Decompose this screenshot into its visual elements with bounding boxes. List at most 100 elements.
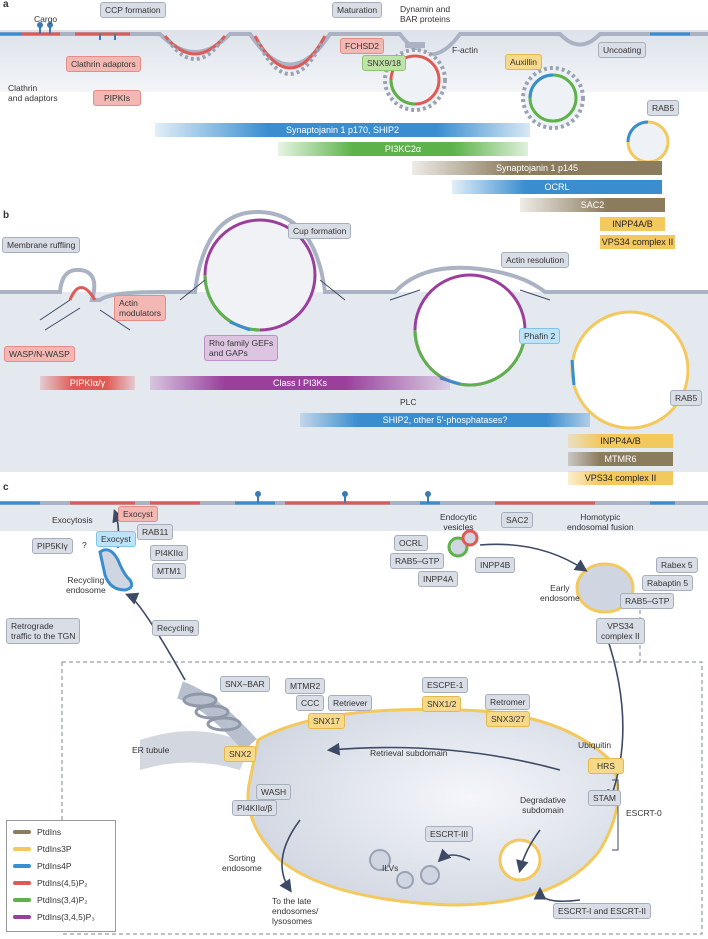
- ptdins-swatch: [13, 830, 31, 834]
- inpp4a-box: INPP4A: [418, 571, 459, 587]
- actin-modulators-box: Actin modulators: [114, 295, 167, 321]
- cup-formation-callout: Cup formation: [288, 223, 352, 239]
- maturation-callout: Maturation: [332, 2, 383, 18]
- rho-gefs-box: Rho family GEFs and GAPs: [204, 335, 279, 361]
- sorting-endosome-frame: [61, 661, 703, 935]
- sac2-bar: SAC2: [520, 198, 665, 212]
- legend-label: PtdIns4P: [37, 861, 72, 871]
- inpp4ab-bar-b: INPP4A/B: [568, 434, 673, 448]
- pipki-bar: PIPKIα/γ: [40, 376, 135, 390]
- vps34-bar-a: VPS34 complex II: [600, 235, 675, 249]
- phafin2-box: Phafin 2: [519, 328, 561, 344]
- early-endosome-label: Early endosome: [540, 583, 580, 603]
- mtmr2-box: MTMR2: [285, 678, 326, 694]
- rabex5-box: Rabex 5: [656, 557, 698, 573]
- escrt12-box: ESCRT-I and ESCRT-II: [553, 903, 652, 919]
- homotypic-fusion-label: Homotypic endosomal fusion: [567, 512, 634, 532]
- ilvs-label: ILVs: [382, 863, 399, 873]
- snx17-box: SNX17: [308, 713, 345, 729]
- fchsd2-box: FCHSD2: [340, 38, 385, 54]
- snx12-box: SNX1/2: [422, 696, 462, 712]
- cargo-label: Cargo: [34, 14, 58, 24]
- legend-label: PtdIns(4,5)P₂: [37, 878, 88, 888]
- dynamin-bar-label: Dynamin and BAR proteins: [400, 4, 451, 24]
- sac2-box: SAC2: [501, 512, 534, 528]
- pi4kiia-box: PI4KIIα: [150, 545, 189, 561]
- synaptojanin-p170-bar: Synaptojanin 1 p170, SHIP2: [155, 123, 530, 137]
- clathrin-adaptors-label: Clathrin and adaptors: [8, 83, 58, 103]
- ptdins34p2-swatch: [13, 898, 31, 902]
- rab5gtp-left-box: RAB5–GTP: [390, 553, 445, 569]
- early-endosome: [575, 562, 635, 614]
- f-actin-label: F-actin: [452, 45, 478, 55]
- exocytosis-label: Exocytosis: [52, 515, 93, 525]
- clathrin-coated-pit: [163, 35, 227, 61]
- cargo-receptors-pm: [255, 491, 431, 503]
- inpp4b-box: INPP4B: [475, 557, 516, 573]
- membrane-ruffling-callout: Membrane ruffling: [2, 237, 81, 253]
- ocrl-bar: OCRL: [452, 180, 662, 194]
- escpe1-box: ESCPE-1: [422, 677, 469, 693]
- panel-b-letter: b: [3, 210, 10, 221]
- degradative-subdomain-label: Degradative subdomain: [520, 795, 566, 815]
- ccc-box: CCC: [296, 695, 325, 711]
- actin-resolution-callout: Actin resolution: [501, 252, 570, 268]
- rabaptin5-box: Rabaptin 5: [642, 575, 694, 591]
- mtm1-box: MTM1: [152, 563, 187, 579]
- ptdins345p3-swatch: [13, 915, 31, 919]
- late-endosomes-label: To the late endosomes/ lysosomes: [272, 896, 319, 926]
- pipkis-box: PIPKIs: [93, 90, 141, 106]
- retromer-box: Retromer: [485, 694, 531, 710]
- legend-label: PtdIns(3,4)P₂: [37, 895, 88, 905]
- rab5-box-a: RAB5: [647, 100, 680, 116]
- retriever-box: Retriever: [328, 695, 373, 711]
- rab5gtp-right-box: RAB5–GTP: [620, 593, 675, 609]
- escrt3-box: ESCRT-III: [425, 826, 474, 842]
- snx2-box: SNX2: [224, 746, 257, 762]
- uncoating-vesicle: [521, 66, 585, 130]
- snx327-box: SNX3/27: [486, 711, 531, 727]
- panel-c-letter: c: [3, 482, 9, 493]
- ptdins3p-swatch: [13, 847, 31, 851]
- ocrl-box: OCRL: [394, 535, 428, 551]
- lipid-legend: PtdIns PtdIns3P PtdIns4P PtdIns(4,5)P₂ P…: [6, 820, 116, 932]
- retrograde-callout: Retrograde traffic to the TGN: [6, 618, 81, 644]
- ship2-bar: SHIP2, other 5′-phosphatases?: [300, 413, 590, 427]
- exocyst-pink-box: Exocyst: [118, 506, 158, 522]
- rab5-phagosome: [570, 310, 690, 430]
- legend-label: PtdIns3P: [37, 844, 72, 854]
- ptdins4p-swatch: [13, 864, 31, 868]
- exocyst-blue-box: Exocyst: [96, 531, 136, 547]
- er-tubule-label: ER tubule: [132, 745, 170, 755]
- recycling-endosome: [98, 548, 134, 592]
- wash-box: WASH: [256, 784, 292, 800]
- escrt0-label: ESCRT-0: [626, 808, 662, 818]
- endocytic-vesicles: [447, 529, 479, 558]
- rab11-box: RAB11: [137, 524, 174, 540]
- legend-label: PtdIns: [37, 827, 62, 837]
- ubiquitin-label: Ubiquitin: [578, 740, 612, 750]
- hrs-box: HRS: [588, 758, 624, 774]
- clathrin-adaptors-box: Clathrin adaptors: [66, 56, 141, 72]
- vps34-box-c: VPS34 complex II: [596, 618, 645, 644]
- uncoating-callout: Uncoating: [598, 42, 647, 58]
- recycling-endosome-label: Recycling endosome: [66, 575, 106, 595]
- phagocytic-cup: [203, 218, 317, 332]
- pi4kiiab-box: PI4KIIα/β: [232, 800, 278, 816]
- pip5ki-box: PIP5KIγ: [32, 538, 73, 554]
- snx-bar-box: SNX–BAR: [220, 676, 270, 692]
- snx-bar-tubule: [176, 681, 257, 751]
- retrieval-subdomain-label: Retrieval subdomain: [370, 748, 448, 758]
- rab5-vesicle: [626, 120, 670, 164]
- vps34-bar-b: VPS34 complex II: [568, 471, 673, 485]
- phagosome-resolving: [413, 273, 527, 387]
- plc-label: PLC: [400, 397, 417, 407]
- sorting-endosome-label: Sorting endosome: [222, 853, 262, 873]
- wasp-box: WASP/N-WASP: [4, 346, 75, 362]
- pi3kc2a-bar: PI3KC2α: [278, 142, 528, 156]
- deeper-pit: [253, 35, 327, 76]
- recycling-callout: Recycling: [152, 620, 199, 636]
- ptdins45p2-swatch: [13, 881, 31, 885]
- stam-box: STAM: [588, 790, 621, 806]
- panel-a-letter: a: [3, 0, 9, 10]
